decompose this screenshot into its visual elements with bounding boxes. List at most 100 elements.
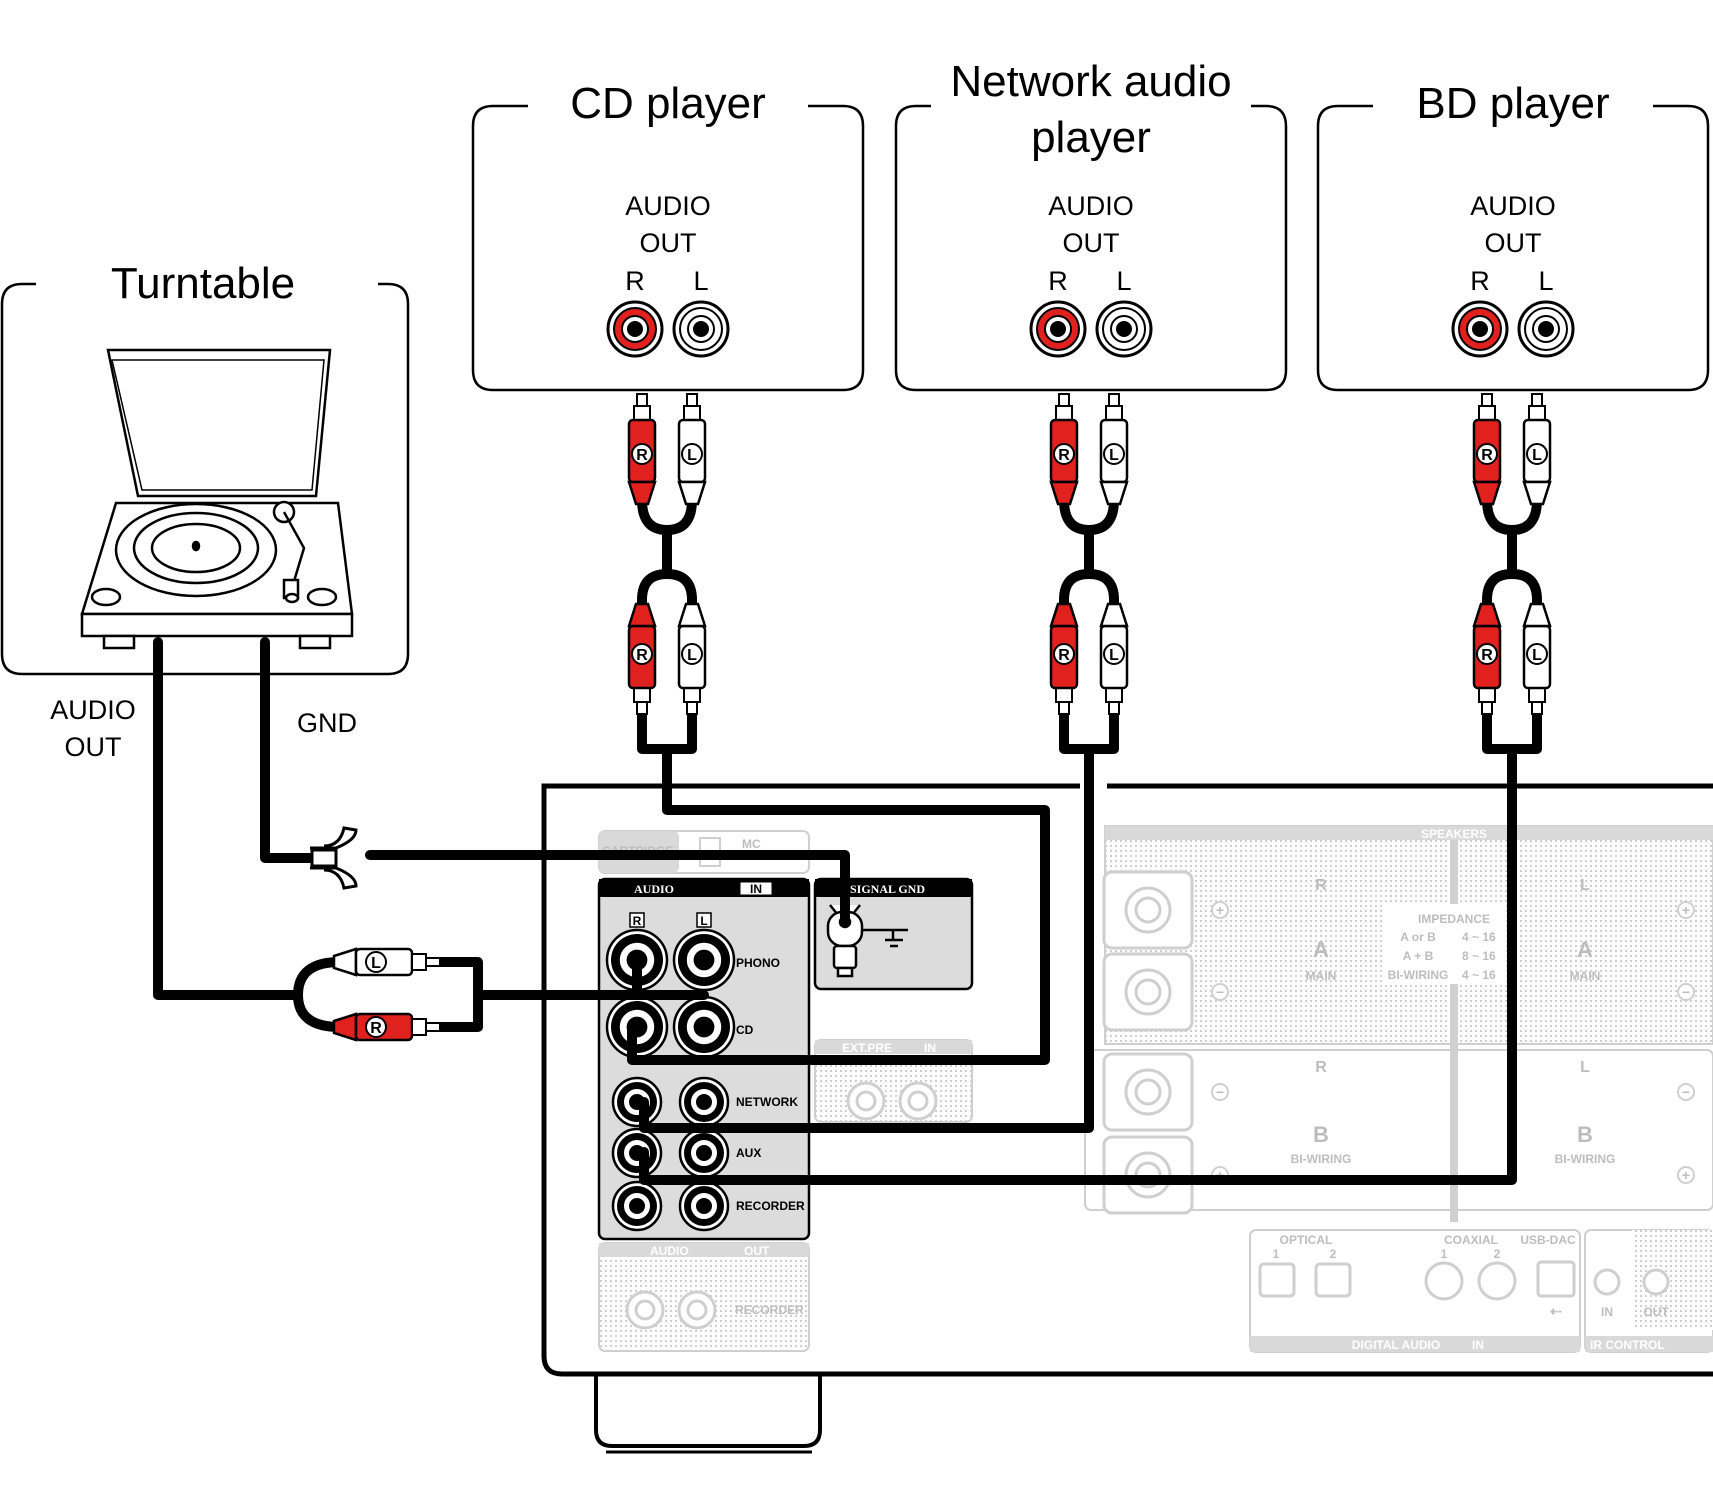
network-cable: [639, 744, 1094, 1133]
r-channel-label: R: [1470, 266, 1490, 296]
input-label: PHONO: [736, 956, 780, 970]
audio-out-header: AUDIO: [650, 1244, 689, 1258]
speaker-terminal: [1102, 1052, 1194, 1132]
recorder-out-label: RECORDER: [735, 1303, 804, 1317]
audio-out-label-1: AUDIO: [1470, 191, 1556, 221]
minus-icon: −: [1211, 983, 1229, 1001]
speaker-b-left: B: [1577, 1122, 1593, 1147]
source-title-line-2: player: [1031, 113, 1151, 162]
l-output-jack[interactable]: [1095, 300, 1153, 358]
impedance-value: 4 ~ 16: [1462, 968, 1496, 982]
signal-gnd-panel: SIGNAL GND: [813, 877, 974, 991]
source-title: BD player: [1416, 79, 1609, 128]
input-label: RECORDER: [736, 1199, 805, 1213]
l-output-jack[interactable]: [672, 300, 730, 358]
source-title: CD player: [570, 79, 766, 128]
l-input-jack[interactable]: [672, 928, 736, 992]
digital-audio-label: DIGITAL AUDIO: [1352, 1338, 1440, 1352]
svg-text:−: −: [1216, 984, 1224, 1000]
r-input-jack[interactable]: [611, 1180, 663, 1232]
plug-letter: R: [636, 447, 648, 464]
turntable-plug-pair: LR: [293, 947, 441, 1042]
r-plug-top: R: [1472, 393, 1502, 506]
turntable-audio-out-label-2: OUT: [65, 732, 122, 762]
r-plug-bottom: R: [627, 602, 657, 715]
minus-icon: −: [1677, 983, 1695, 1001]
r-plug-top: R: [1049, 393, 1079, 506]
ir-in-label: IN: [1601, 1305, 1613, 1319]
coaxial-2-label: 2: [1494, 1247, 1501, 1261]
bi-wiring-left: BI-WIRING: [1555, 1152, 1616, 1166]
main-label-right: MAIN: [1306, 969, 1337, 983]
r-channel-label: R: [625, 266, 645, 296]
optical-label: OPTICAL: [1280, 1233, 1333, 1247]
plug-letter: R: [370, 1020, 382, 1037]
audio-in-header: AUDIO: [634, 882, 674, 896]
impedance-config: A + B: [1403, 949, 1434, 963]
cables: [153, 637, 1517, 1185]
optical-1-label: 1: [1273, 1247, 1280, 1261]
coaxial-label: COAXIAL: [1444, 1233, 1498, 1247]
r-plug-top: R: [627, 393, 657, 506]
audio-out-label-2: OUT: [1063, 228, 1120, 258]
l-channel-label: L: [1116, 266, 1131, 296]
speaker-terminal: [1102, 870, 1194, 950]
r-output-jack[interactable]: [1451, 300, 1509, 358]
bi-wiring-right: BI-WIRING: [1291, 1152, 1352, 1166]
r-output-jack[interactable]: [1029, 300, 1087, 358]
plug-letter: L: [687, 647, 697, 664]
ext-pre-badge: IN: [924, 1041, 936, 1055]
svg-text:+: +: [1216, 902, 1224, 918]
receiver-foot: [594, 1376, 822, 1448]
l-input-jack[interactable]: [672, 995, 736, 1059]
speaker-terminal: [1102, 952, 1194, 1032]
speaker-r-badge-top: R: [1315, 877, 1327, 894]
turntable-title: Turntable: [111, 259, 295, 308]
svg-text:−: −: [1682, 984, 1690, 1000]
audio-out-label-2: OUT: [640, 228, 697, 258]
r-plug-bottom: R: [1049, 602, 1079, 715]
l-plug-top: L: [1522, 393, 1552, 506]
gnd-fork-connector: [310, 826, 358, 890]
l-input-jack[interactable]: [678, 1180, 730, 1232]
main-label-left: MAIN: [1570, 969, 1601, 983]
l-plug-top: L: [677, 393, 707, 506]
r-plug-bottom: R: [1472, 602, 1502, 715]
input-jack-row: CD: [605, 995, 754, 1059]
l-input-jack[interactable]: [678, 1127, 730, 1179]
r-input-jack[interactable]: [605, 995, 669, 1059]
r-output-jack[interactable]: [606, 300, 664, 358]
input-label: CD: [736, 1023, 754, 1037]
l-plug-bottom: L: [1099, 602, 1129, 715]
l-output-jack[interactable]: [1517, 300, 1575, 358]
plug-letter: L: [1532, 647, 1542, 664]
minus-icon: −: [1677, 1083, 1695, 1101]
turntable-panel: Turntable AUDIO OUT GND: [0, 259, 410, 762]
mc-label: MC: [742, 837, 761, 851]
impedance-label: IMPEDANCE: [1418, 912, 1490, 926]
r-input-jack[interactable]: [611, 1076, 663, 1128]
l-input-jack[interactable]: [678, 1076, 730, 1128]
turntable-r-plug: R: [332, 1012, 441, 1042]
r-channel-label: R: [1048, 266, 1068, 296]
audio-in-r-badge: R: [633, 914, 642, 928]
l-plug-top: L: [1099, 393, 1129, 506]
ir-out-label: OUT: [1643, 1305, 1669, 1319]
r-input-jack[interactable]: [611, 1127, 663, 1179]
impedance-config: A or B: [1400, 930, 1436, 944]
svg-text:+: +: [1682, 1167, 1690, 1183]
plus-icon: +: [1677, 901, 1695, 919]
audio-out-label-1: AUDIO: [625, 191, 711, 221]
audio-out-label-1: AUDIO: [1048, 191, 1134, 221]
speaker-l-badge-top: L: [1580, 877, 1590, 894]
receiver: CARTRIDGE MC AUDIO IN R L PHONOCDNETWORK…: [541, 783, 1713, 1454]
svg-text:−: −: [1216, 1084, 1224, 1100]
